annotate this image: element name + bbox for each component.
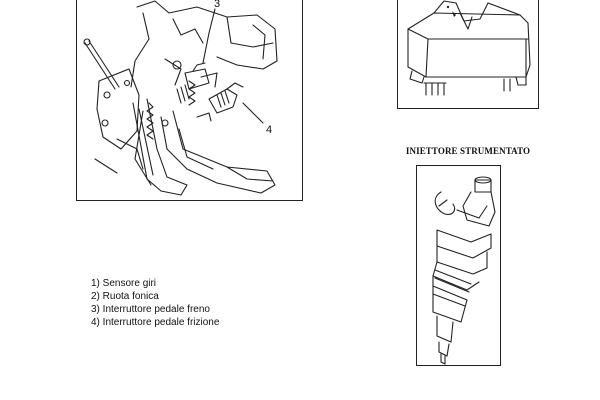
control-unit-figure xyxy=(397,0,539,109)
legend-item-interruttore-frizione: 4) Interruttore pedale frizione xyxy=(91,317,220,328)
injector-figure xyxy=(416,165,501,366)
injector-drawing xyxy=(432,176,496,365)
pedal-assembly-drawing xyxy=(83,0,278,196)
pedal-assembly-figure xyxy=(76,0,303,201)
legend-item-sensore-giri: 1) Sensore giri xyxy=(91,278,157,289)
component-legend: 1) Sensore giri 2) Ruota fonica 3) Inter… xyxy=(91,277,219,329)
legend-item-interruttore-freno: 3) Interruttore pedale freno xyxy=(91,304,210,315)
control-unit-drawing xyxy=(407,0,531,96)
injector-caption: INIETTORE STRUMENTATO xyxy=(405,146,531,156)
callout-label-4: 4 xyxy=(266,124,273,136)
legend-item-ruota-fonica: 2) Ruota fonica xyxy=(91,291,159,302)
callout-label-3: 3 xyxy=(214,0,221,10)
